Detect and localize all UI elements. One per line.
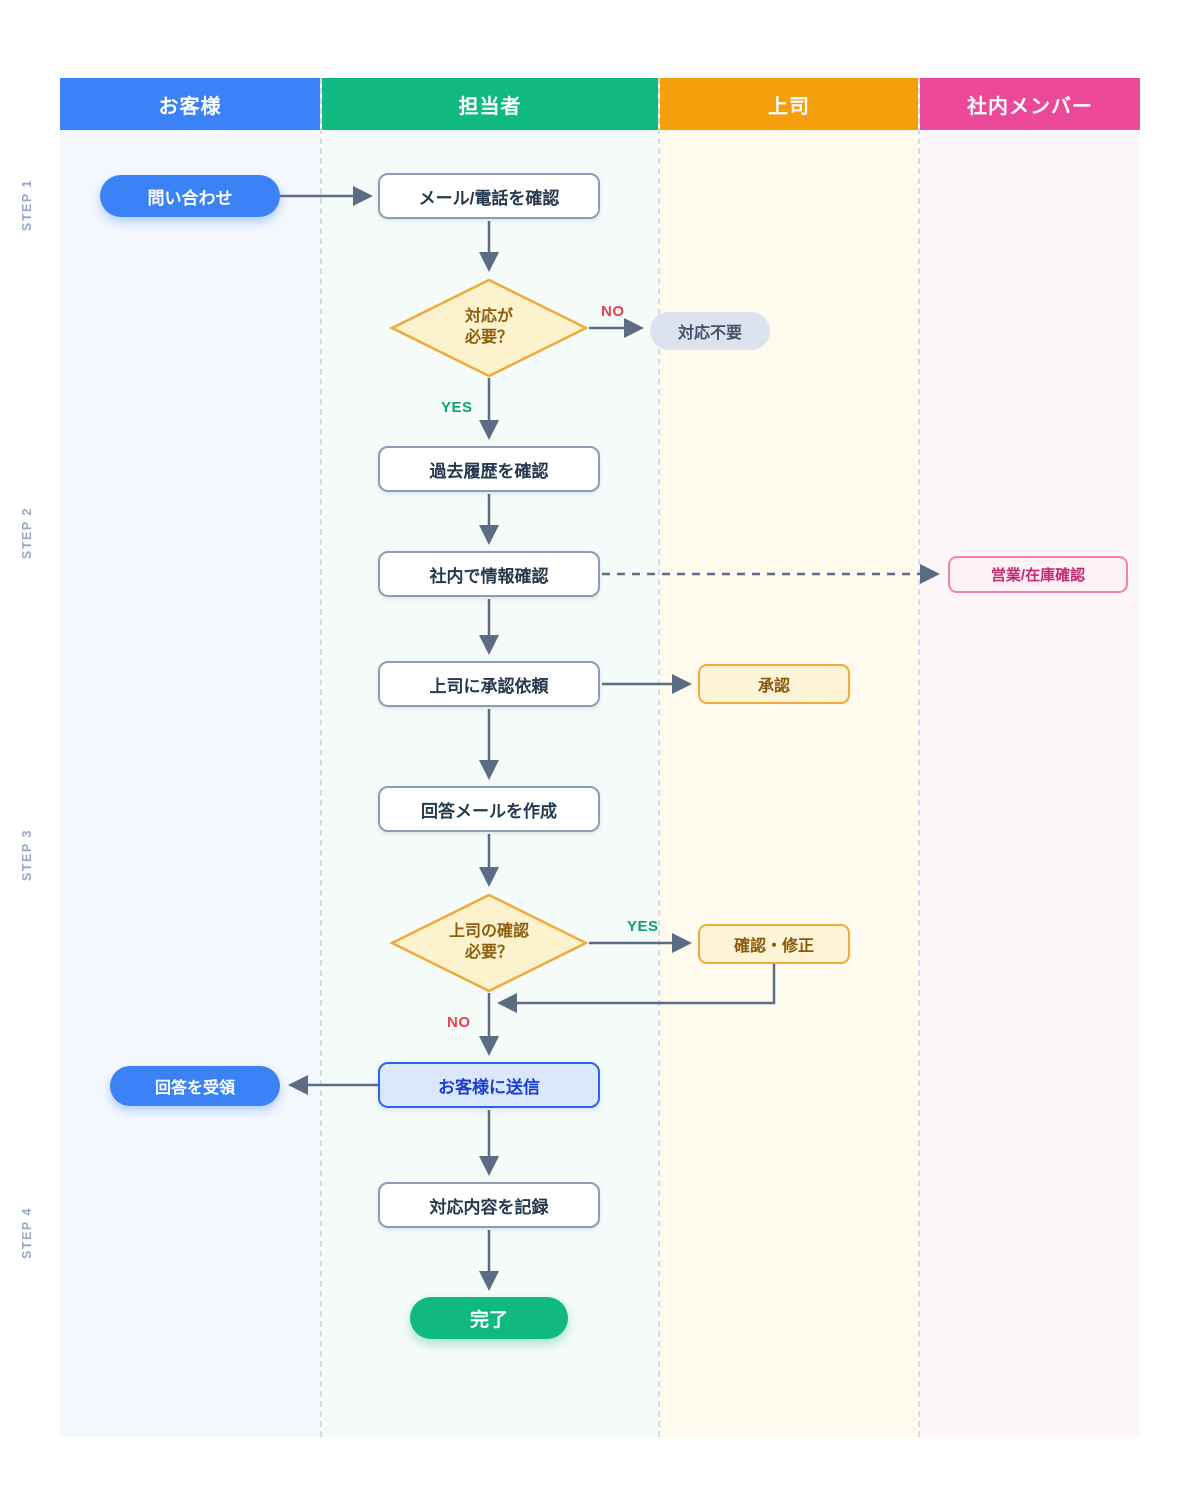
node-review-fix: 確認・修正 bbox=[698, 924, 850, 964]
node-record-response: 対応内容を記録 bbox=[378, 1182, 600, 1228]
node-no-response-needed: 対応不要 bbox=[650, 312, 770, 350]
lane-header-internal-members: 社内メンバー bbox=[920, 78, 1140, 130]
node-draft-reply: 回答メールを作成 bbox=[378, 786, 600, 832]
edge-label-yes-1: YES bbox=[441, 399, 473, 416]
node-check-history: 過去履歴を確認 bbox=[378, 446, 600, 492]
lane-body-internal-members bbox=[920, 130, 1140, 1437]
step-label-4: STEP 4 bbox=[20, 1207, 34, 1259]
lane-boss: 上司 bbox=[658, 78, 918, 1437]
step-label-2: STEP 2 bbox=[20, 507, 34, 559]
step-label-1: STEP 1 bbox=[20, 179, 34, 231]
node-send-to-customer: お客様に送信 bbox=[378, 1062, 600, 1108]
node-sales-stock-check: 営業/在庫確認 bbox=[948, 556, 1128, 593]
lane-header-agent: 担当者 bbox=[322, 78, 658, 130]
decision-need-review: 上司の確認 必要？ bbox=[389, 893, 589, 993]
node-check-contact: メール/電話を確認 bbox=[378, 173, 600, 219]
step-label-3: STEP 3 bbox=[20, 829, 34, 881]
edge-label-no-1: NO bbox=[601, 303, 625, 320]
node-check-internal-info: 社内で情報確認 bbox=[378, 551, 600, 597]
node-approve: 承認 bbox=[698, 664, 850, 704]
decision-need-response-label: 対応が 必要？ bbox=[464, 308, 513, 346]
edge-label-no-2: NO bbox=[447, 1014, 471, 1031]
node-request-approval: 上司に承認依頼 bbox=[378, 661, 600, 707]
node-inquiry: 問い合わせ bbox=[100, 175, 280, 217]
lane-internal-members: 社内メンバー bbox=[918, 78, 1140, 1437]
lane-customer: お客様 bbox=[60, 78, 320, 1437]
decision-need-response: 対応が 必要？ bbox=[389, 278, 589, 378]
diamond-shape bbox=[389, 278, 589, 378]
lane-header-customer: お客様 bbox=[60, 78, 320, 130]
decision-need-review-label: 上司の確認 必要？ bbox=[448, 923, 529, 961]
lane-body-customer bbox=[60, 130, 320, 1437]
node-done: 完了 bbox=[410, 1297, 568, 1339]
edge-label-yes-2: YES bbox=[627, 918, 659, 935]
node-receive-reply: 回答を受領 bbox=[110, 1066, 280, 1106]
diamond-shape bbox=[389, 893, 589, 993]
lane-header-boss: 上司 bbox=[660, 78, 918, 130]
